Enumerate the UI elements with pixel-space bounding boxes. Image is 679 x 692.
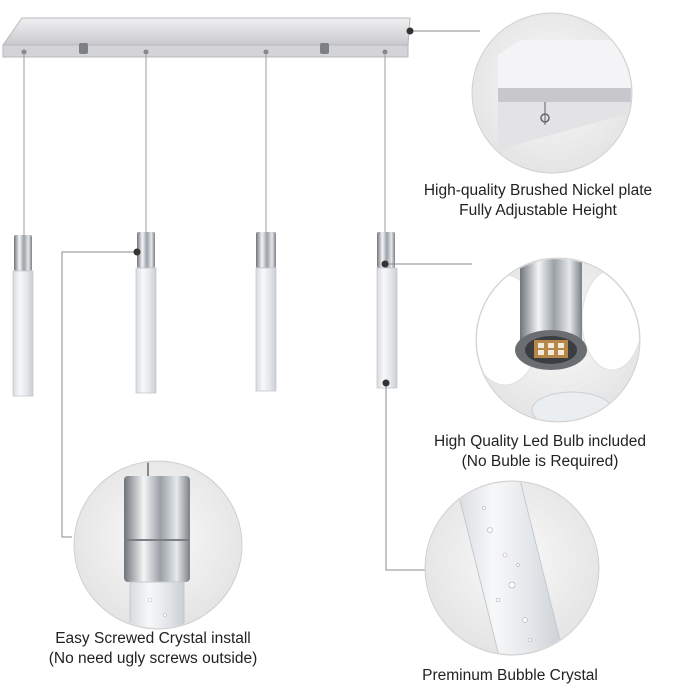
caption-line: High-quality Brushed Nickel plate xyxy=(423,182,653,199)
caption-line: Preminum Bubble Crystal xyxy=(422,667,598,684)
caption-crystal: Preminum Bubble Crystal xyxy=(370,666,650,686)
leader-lines xyxy=(61,30,480,571)
led-bulb-detail-icon xyxy=(475,257,641,423)
mounting-screw xyxy=(79,43,88,54)
caption-bulb: High Quality Led Bulb included (No Buble… xyxy=(400,432,679,472)
caption-line: High Quality Led Bulb included xyxy=(434,433,646,450)
caption-plate: High-quality Brushed Nickel plate Fully … xyxy=(398,181,678,221)
canopy-detail-icon xyxy=(471,12,633,174)
canopy-plate xyxy=(2,17,411,58)
caption-install: Easy Screwed Crystal install (No need ug… xyxy=(8,629,298,669)
caption-line: (No Buble is Required) xyxy=(461,453,619,470)
caption-line: Easy Screwed Crystal install xyxy=(55,630,251,647)
pendant xyxy=(376,55,398,389)
pendant xyxy=(135,55,157,394)
pendant xyxy=(12,55,34,397)
leader-markers xyxy=(133,27,414,387)
pendant xyxy=(255,55,277,392)
screwed-crystal-detail-icon xyxy=(73,460,243,630)
caption-line: (No need ugly screws outside) xyxy=(48,650,258,667)
bubble-crystal-detail-icon xyxy=(424,480,600,656)
caption-line: Fully Adjustable Height xyxy=(459,202,617,219)
mounting-screw xyxy=(320,43,329,54)
